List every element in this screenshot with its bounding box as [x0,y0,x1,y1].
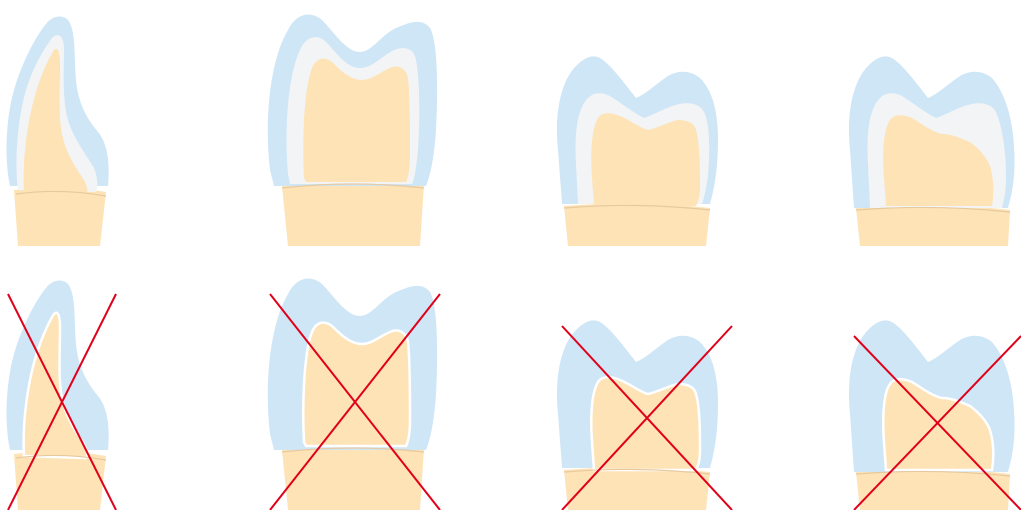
premolar-tooth-incorrect [557,320,718,510]
root-core [282,444,424,510]
root-core [282,180,424,246]
premolar-wide-tooth-incorrect [849,320,1015,510]
root-core [564,467,710,510]
root-core [856,204,1010,246]
root-core [14,187,106,246]
correct-row [7,15,1015,246]
molar-tooth-correct [268,15,437,246]
incorrect-row [7,279,1021,510]
anterior-tooth-correct [7,17,109,246]
root-core [564,203,710,246]
premolar-wide-tooth-correct [849,56,1015,246]
premolar-tooth-correct [557,56,718,246]
